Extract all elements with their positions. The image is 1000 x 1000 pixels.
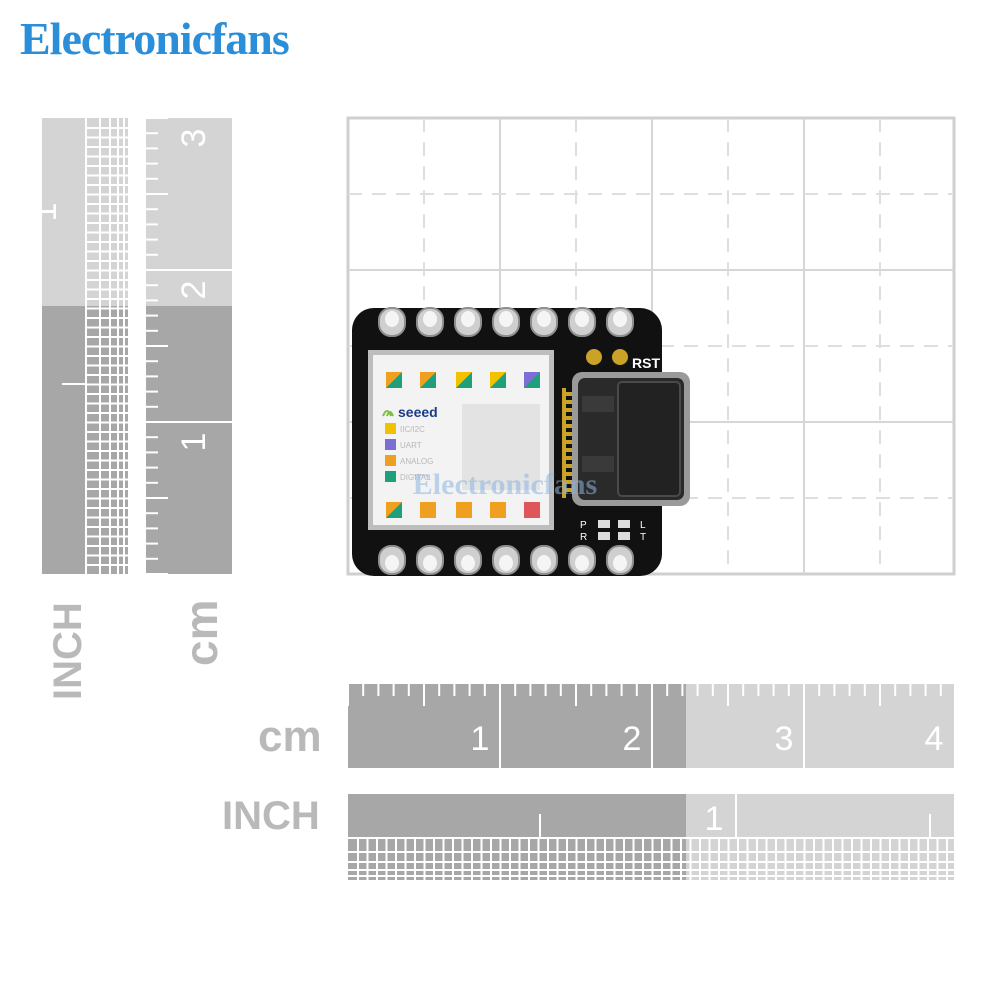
- horizontal-inch-ruler: 1: [348, 794, 954, 880]
- castellated-pad: [568, 307, 596, 337]
- castellated-pad: [416, 307, 444, 337]
- usb-pin: [566, 480, 574, 484]
- pin-markers: [386, 372, 540, 518]
- status-leds: P R L T: [580, 520, 646, 543]
- svg-text:R: R: [580, 532, 587, 543]
- brand-logo-text: Electronicfans: [20, 13, 290, 64]
- usb-pin: [566, 424, 574, 428]
- usb-pin: [566, 456, 574, 460]
- vertical-inch-label: INCH: [46, 602, 90, 700]
- legend-item: UART: [400, 441, 422, 450]
- usb-pin: [566, 488, 574, 492]
- castellated-pad: [378, 307, 406, 337]
- castellated-pad: [606, 545, 634, 575]
- seeed-logo-text: seeed: [398, 404, 438, 420]
- castellated-pad: [416, 545, 444, 575]
- castellated-pad: [530, 545, 558, 575]
- ruler-number: 1: [471, 720, 490, 758]
- usb-pin: [566, 464, 574, 468]
- castellated-pad: [492, 307, 520, 337]
- svg-text:T: T: [640, 532, 646, 543]
- usb-pin: [566, 432, 574, 436]
- pin-legend: IIC/I2C UART ANALOG DIGITAL: [385, 423, 433, 482]
- castellated-pad: [492, 545, 520, 575]
- castellated-pad: [454, 545, 482, 575]
- ruler-number: 3: [175, 129, 213, 148]
- castellated-pad: [568, 545, 596, 575]
- svg-text:P: P: [580, 520, 587, 531]
- usb-pin: [566, 472, 574, 476]
- ruler-number: 2: [175, 281, 213, 300]
- horizontal-cm-label: cm: [258, 712, 322, 761]
- ruler-number: 4: [925, 720, 944, 758]
- usb-pin: [566, 400, 574, 404]
- horizontal-inch-label: INCH: [222, 794, 320, 838]
- usb-pin: [566, 440, 574, 444]
- vertical-cm-label: cm: [175, 599, 227, 666]
- ruler-number: 3: [775, 720, 794, 758]
- castellated-pad: [378, 545, 406, 575]
- horizontal-cm-ruler: 1 2 3 4: [347, 684, 954, 768]
- usb-c-connector: [562, 372, 690, 506]
- watermark-text: Electronicfans: [413, 468, 597, 501]
- usb-pin: [566, 448, 574, 452]
- usb-pin: [566, 416, 574, 420]
- ruler-number: 1: [26, 203, 64, 222]
- rst-label: RST: [632, 355, 660, 371]
- castellated-pad: [454, 307, 482, 337]
- vertical-inch-ruler: 1: [26, 118, 128, 574]
- svg-text:L: L: [640, 520, 646, 531]
- ruler-number: 1: [175, 433, 213, 452]
- castellated-pad: [530, 307, 558, 337]
- usb-pin: [566, 408, 574, 412]
- castellated-pad: [606, 307, 634, 337]
- vertical-cm-ruler: 3 2 1: [146, 117, 232, 575]
- legend-item: IIC/I2C: [400, 425, 425, 434]
- ruler-number: 1: [705, 800, 724, 838]
- legend-item: DIGITAL: [400, 473, 431, 482]
- legend-item: ANALOG: [400, 457, 433, 466]
- seeed-logo: seeed: [382, 404, 438, 420]
- ruler-number: 2: [623, 720, 642, 758]
- usb-pin: [566, 392, 574, 396]
- microcontroller-board: seeed IIC/I2C UART ANALOG DIGITAL RST: [352, 307, 690, 576]
